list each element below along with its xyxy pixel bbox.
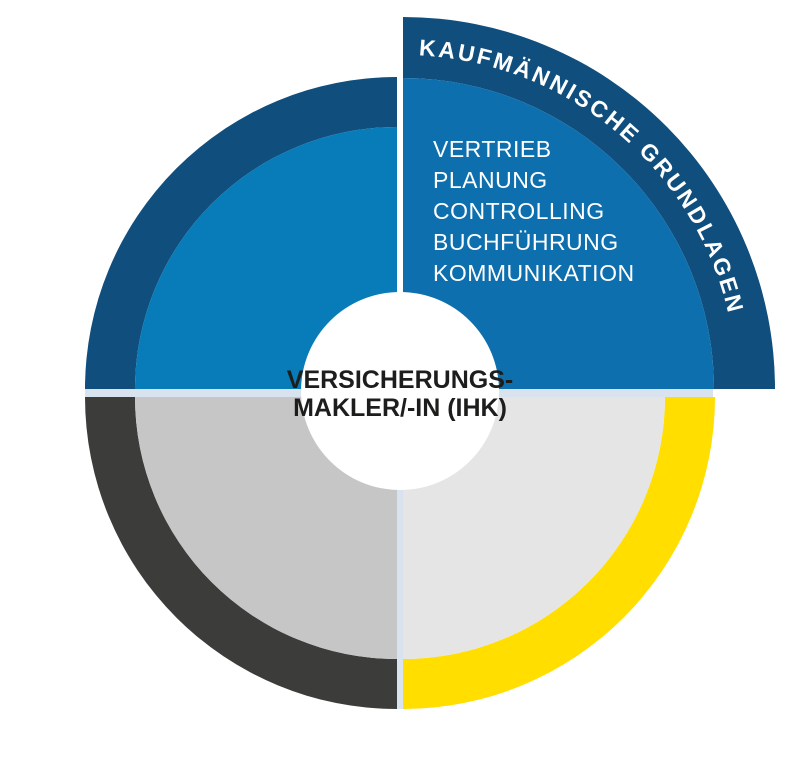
center-title: VERSICHERUNGS- MAKLER/-IN (IHK) — [287, 366, 513, 422]
quadrant-bottom-left-fill — [135, 397, 397, 659]
topic-item: BUCHFÜHRUNG — [433, 229, 619, 255]
topic-item: PLANUNG — [433, 167, 548, 193]
quadrant-bottom-left-ring — [85, 397, 397, 709]
center-title-line2: MAKLER/-IN (IHK) — [293, 394, 507, 422]
center-title-line1: VERSICHERUNGS- — [287, 366, 513, 394]
topic-item: CONTROLLING — [433, 198, 605, 224]
quadrant-top-right-ring — [403, 17, 775, 389]
quadrant-bottom-left — [85, 397, 397, 709]
quadrant-top-left-ring — [85, 77, 397, 389]
quadrant-bottom-right-ring — [403, 397, 715, 709]
quadrant-bottom-right-fill — [403, 397, 665, 659]
topic-item: VERTRIEB — [433, 136, 552, 162]
topic-item: KOMMUNIKATION — [433, 260, 635, 286]
topic-list: VERTRIEB PLANUNG CONTROLLING BUCHFÜHRUNG… — [433, 136, 635, 286]
quadrant-top-right-fill — [403, 78, 714, 389]
center-hub — [301, 292, 499, 490]
quadrant-bottom-right — [403, 397, 715, 709]
